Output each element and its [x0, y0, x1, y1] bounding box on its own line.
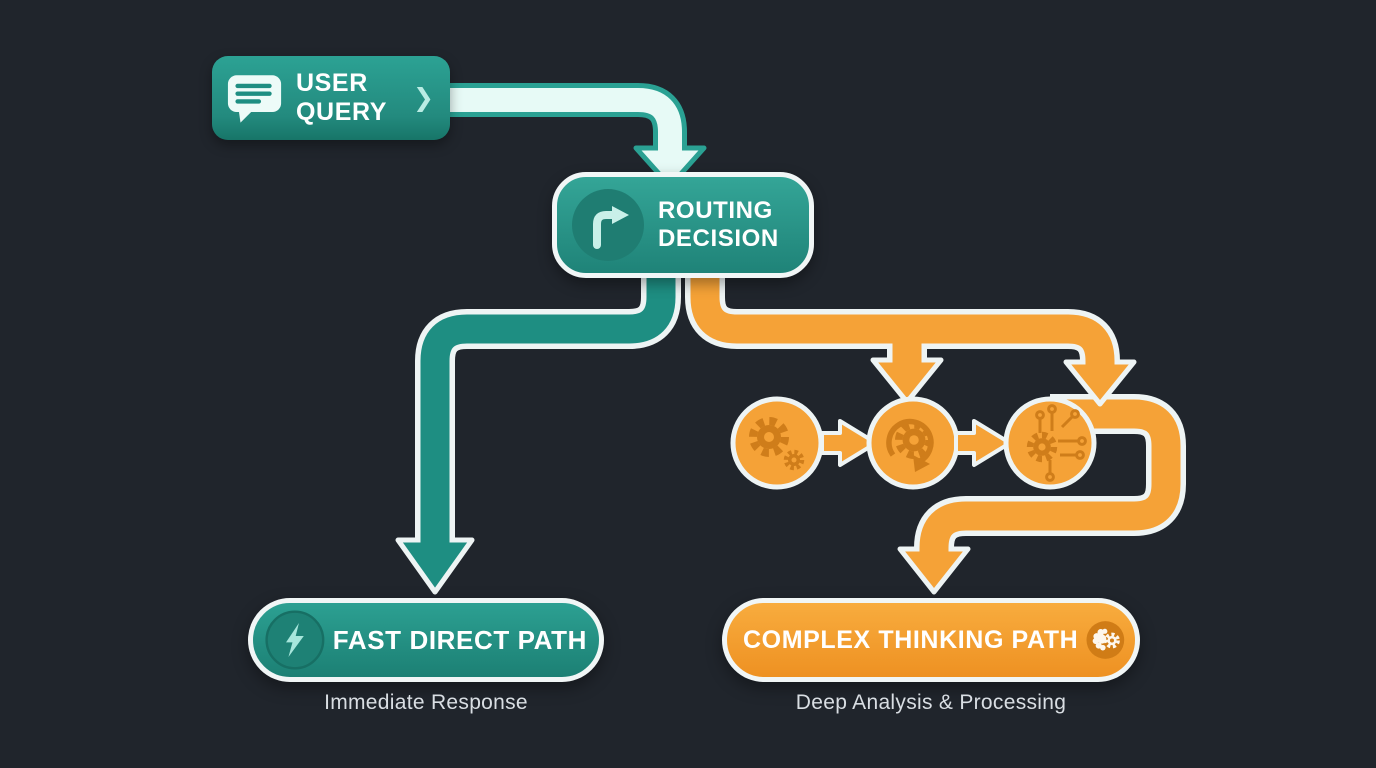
gear-sync-icon — [886, 418, 934, 472]
chevron-right-icon: ❯ — [413, 84, 434, 112]
lightning-icon — [265, 610, 325, 670]
user-query-node: USER QUERY ❯ — [212, 56, 450, 140]
routing-decision-node: ROUTING DECISION — [552, 172, 814, 278]
routing-label-line1: ROUTING — [658, 197, 773, 225]
path-fast-branch — [395, 268, 681, 595]
inter-step-arrow-2 — [954, 419, 1012, 467]
complex-thinking-path-node: COMPLEX THINKING PATH — [722, 598, 1140, 682]
circuit-icon — [1026, 404, 1087, 482]
loop-connector — [897, 394, 1186, 595]
brain-gear-icon — [1086, 621, 1125, 659]
process-step-1 — [730, 396, 824, 490]
fast-path-label: FAST DIRECT PATH — [332, 624, 587, 655]
fast-direct-path-node: FAST DIRECT PATH — [248, 598, 604, 682]
process-step-3 — [1003, 396, 1097, 490]
routing-label-line2: DECISION — [658, 225, 779, 252]
complex-path-caption: Deep Analysis & Processing — [795, 691, 1067, 714]
turn-right-arrow-icon — [572, 189, 644, 261]
user-query-label-line2: QUERY — [296, 98, 387, 126]
process-step-2 — [866, 396, 960, 490]
chat-bubble-icon — [227, 74, 282, 123]
arrow-user-to-routing — [450, 83, 707, 189]
inter-step-arrow-1 — [820, 419, 878, 467]
user-query-label-line1: USER — [296, 69, 368, 97]
path-complex-branch — [685, 268, 1137, 407]
gears-icon — [749, 417, 805, 471]
complex-path-label: COMPLEX THINKING PATH — [743, 625, 1079, 654]
fast-path-caption: Immediate Response — [324, 691, 528, 714]
